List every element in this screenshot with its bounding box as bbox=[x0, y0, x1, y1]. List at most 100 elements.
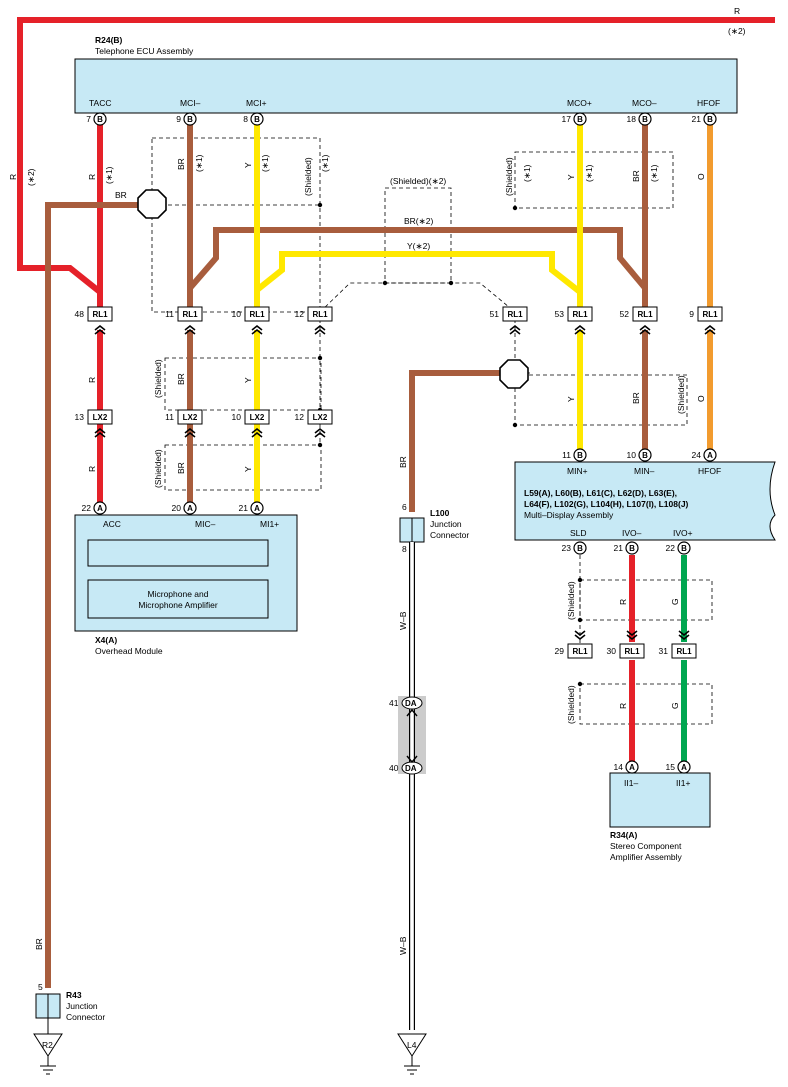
wire-label-star2-top: (∗2) bbox=[728, 26, 746, 36]
pin-number: 22 bbox=[666, 543, 676, 553]
wire-label-br-mci: BR bbox=[176, 158, 186, 170]
connector-label: RL1 bbox=[676, 647, 692, 656]
chevron bbox=[251, 324, 263, 335]
pin-number: 20 bbox=[172, 503, 182, 513]
shield-box-ecu-mic bbox=[151, 137, 321, 313]
pin-marker: A22 bbox=[82, 501, 107, 515]
chevron bbox=[574, 630, 586, 641]
ground-symbol-r2 bbox=[33, 1018, 63, 1075]
wire-label-r-mid: R bbox=[87, 377, 97, 383]
connector-label: RL1 bbox=[572, 647, 588, 656]
pin-letter: A bbox=[629, 763, 635, 772]
pin-marker: B21 bbox=[614, 541, 639, 555]
connector-label: LX2 bbox=[250, 413, 265, 422]
wire-label-y-mci: Y bbox=[243, 162, 253, 168]
pin-number: 21 bbox=[239, 503, 249, 513]
wire-label-r-ivo: R bbox=[618, 599, 628, 605]
wire-label-y-mid: Y bbox=[243, 377, 253, 383]
pin-letter: A bbox=[254, 504, 260, 513]
pin-letter: A bbox=[187, 504, 193, 513]
pin-letter: B bbox=[254, 115, 260, 124]
wire-label-br-low: BR bbox=[176, 462, 186, 474]
connector-number: 51 bbox=[490, 309, 500, 319]
ecu-id: R24(B) bbox=[95, 35, 123, 45]
connector-label: RL1 bbox=[624, 647, 640, 656]
pin-letter: B bbox=[187, 115, 193, 124]
connector-label: RL1 bbox=[92, 310, 108, 319]
mda-id-line-1: L59(A), L60(B), L61(C), L62(D), L63(E), bbox=[524, 488, 677, 498]
da-bottom-number: 40 bbox=[389, 763, 399, 773]
wire-label-shielded-sld: (Shielded) bbox=[566, 581, 576, 620]
pin-letter: B bbox=[629, 544, 635, 553]
chevron bbox=[704, 324, 716, 335]
r43-id: R43 bbox=[66, 990, 82, 1000]
da-top-number: 41 bbox=[389, 698, 399, 708]
chevron bbox=[94, 324, 106, 335]
pin-letter: B bbox=[577, 544, 583, 553]
pin-marker: A 21 bbox=[239, 501, 264, 515]
pin-letter: B bbox=[577, 115, 583, 124]
connector-label: RL1 bbox=[572, 310, 588, 319]
overhead-module-box bbox=[74, 514, 298, 632]
wire-label-star1-mco-plus: (∗1) bbox=[584, 164, 594, 182]
wire-label-r-tacc: R bbox=[87, 174, 97, 180]
mda-pin-hfof: HFOF bbox=[698, 466, 721, 476]
pin-number: 15 bbox=[666, 762, 676, 772]
pin-marker: B9 bbox=[176, 112, 197, 126]
shield-box-lx2-lower bbox=[164, 444, 322, 491]
stereo-id: R34(A) bbox=[610, 830, 638, 840]
connector-label: LX2 bbox=[313, 413, 328, 422]
connector-label: RL1 bbox=[637, 310, 653, 319]
mda-pin-ivo-plus: IVO+ bbox=[673, 528, 693, 538]
wire-label-wb-lower: W–B bbox=[398, 936, 408, 955]
r43-pin: 5 bbox=[38, 982, 43, 992]
wire-label-star1-mco-shield: (∗1) bbox=[522, 164, 532, 182]
junction-dots bbox=[317, 202, 583, 687]
wire-label-g-ii: G bbox=[670, 702, 680, 709]
connector-number: 11 bbox=[165, 412, 174, 422]
pin-letter: B bbox=[642, 115, 648, 124]
pin-marker: A 14 bbox=[614, 760, 639, 774]
r43-name-1: Junction bbox=[66, 1001, 98, 1011]
wire-label-r-left: R bbox=[8, 174, 18, 180]
wire-label-star1-mci-plus: (∗1) bbox=[260, 154, 270, 172]
l100-id: L100 bbox=[430, 508, 450, 518]
telephone-ecu-box bbox=[74, 58, 738, 114]
wire-label-r-top: R bbox=[734, 6, 740, 16]
pin-number: 17 bbox=[562, 114, 572, 124]
chevron bbox=[639, 324, 651, 335]
connector-number: 12 bbox=[295, 412, 305, 422]
pin-marker: B 18 bbox=[627, 112, 652, 126]
ecu-pin-mci-plus: MCI+ bbox=[246, 98, 267, 108]
wire-label-br-min: BR bbox=[631, 392, 641, 404]
inline-connector: LX2 12 bbox=[295, 409, 333, 425]
wire-label-br-ground: BR bbox=[115, 190, 127, 200]
shield-box-mda-lower bbox=[579, 579, 713, 621]
wire-label-star1-mci: (∗1) bbox=[194, 154, 204, 172]
connector-label: RL1 bbox=[249, 310, 265, 319]
ecu-pin-mci-minus: MCI– bbox=[180, 98, 201, 108]
multi-display-box bbox=[514, 461, 776, 541]
pin-number: 18 bbox=[627, 114, 637, 124]
connector-number: 13 bbox=[75, 412, 85, 422]
mda-name: Multi–Display Assembly bbox=[524, 510, 614, 520]
wire-label-r-low: R bbox=[87, 466, 97, 472]
shield-ground-node-left bbox=[137, 189, 167, 219]
shield-box-cross bbox=[384, 187, 452, 284]
l100-pin-bottom: 8 bbox=[402, 544, 407, 554]
pin-marker: B 17 bbox=[562, 112, 587, 126]
pin-number: 8 bbox=[243, 114, 248, 124]
wire-label-star1-shield: (∗1) bbox=[320, 154, 330, 172]
pin-marker: B21 bbox=[692, 112, 717, 126]
pin-number: 14 bbox=[614, 762, 624, 772]
connector-number: 10 bbox=[232, 309, 242, 319]
